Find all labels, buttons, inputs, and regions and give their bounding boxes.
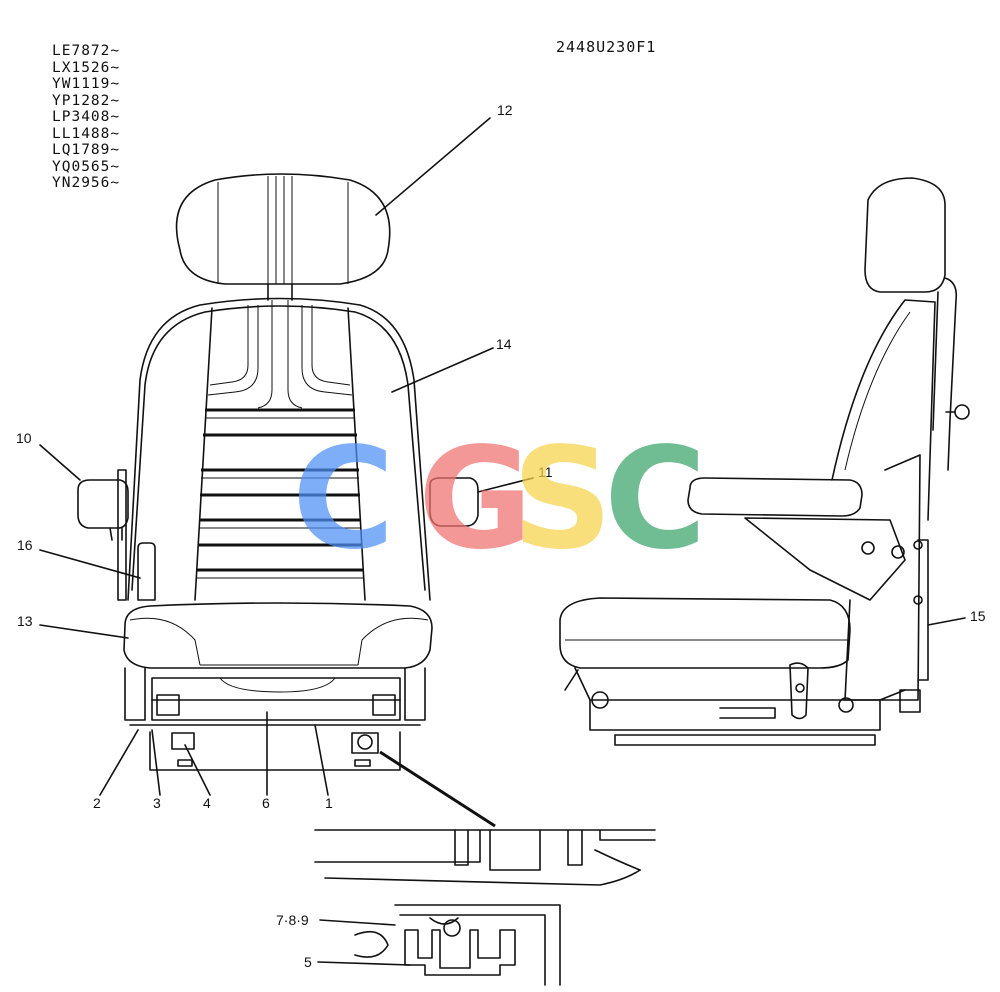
leader-lines bbox=[39, 117, 966, 966]
serial-range: LL1488~ bbox=[52, 125, 121, 142]
callout-1: 1 bbox=[325, 795, 333, 811]
callout-11: 11 bbox=[538, 464, 553, 480]
armrest-right-front bbox=[429, 477, 479, 527]
serial-range: YP1282~ bbox=[52, 92, 121, 109]
callout-6: 6 bbox=[262, 795, 270, 811]
callout-10: 10 bbox=[16, 430, 32, 446]
serial-range: YN2956~ bbox=[52, 175, 121, 191]
callout-7-8-9: 7·8·9 bbox=[276, 912, 309, 928]
callout-5: 5 bbox=[304, 954, 312, 970]
callout-16: 16 bbox=[17, 537, 33, 553]
serial-range: LP3408~ bbox=[52, 109, 121, 125]
side-view-seat bbox=[559, 177, 970, 746]
armrest-left-front bbox=[77, 479, 129, 529]
callout-14: 14 bbox=[496, 336, 512, 352]
front-view-seat bbox=[77, 173, 479, 771]
serial-range: YW1119~ bbox=[52, 76, 121, 92]
watermark-letter-4: C bbox=[604, 418, 707, 581]
headrest-front bbox=[175, 173, 391, 285]
seat-cushion-side bbox=[559, 597, 851, 669]
seat-cushion-front bbox=[123, 602, 433, 669]
callout-15: 15 bbox=[970, 608, 986, 624]
watermark-letter-3: S bbox=[512, 418, 613, 581]
callout-12: 12 bbox=[497, 102, 513, 118]
serial-range: YQ0565~ bbox=[52, 158, 121, 175]
callout-13: 13 bbox=[17, 613, 33, 629]
serial-range: LX1526~ bbox=[52, 59, 121, 76]
drawing-number: 2448U230F1 bbox=[556, 38, 657, 56]
backrest-side bbox=[831, 299, 936, 521]
callout-2: 2 bbox=[93, 795, 101, 811]
serial-range: LE7872~ bbox=[52, 43, 121, 59]
serial-range: LQ1789~ bbox=[52, 142, 121, 158]
callout-4: 4 bbox=[203, 795, 211, 811]
watermark-letter-2: G bbox=[418, 418, 533, 581]
armrest-side bbox=[687, 477, 863, 517]
headrest-side bbox=[864, 177, 946, 293]
backrest-front bbox=[127, 297, 431, 601]
callout-3: 3 bbox=[153, 795, 161, 811]
watermark-letter-1: C bbox=[292, 418, 395, 581]
detail-view-rail bbox=[314, 750, 656, 986]
